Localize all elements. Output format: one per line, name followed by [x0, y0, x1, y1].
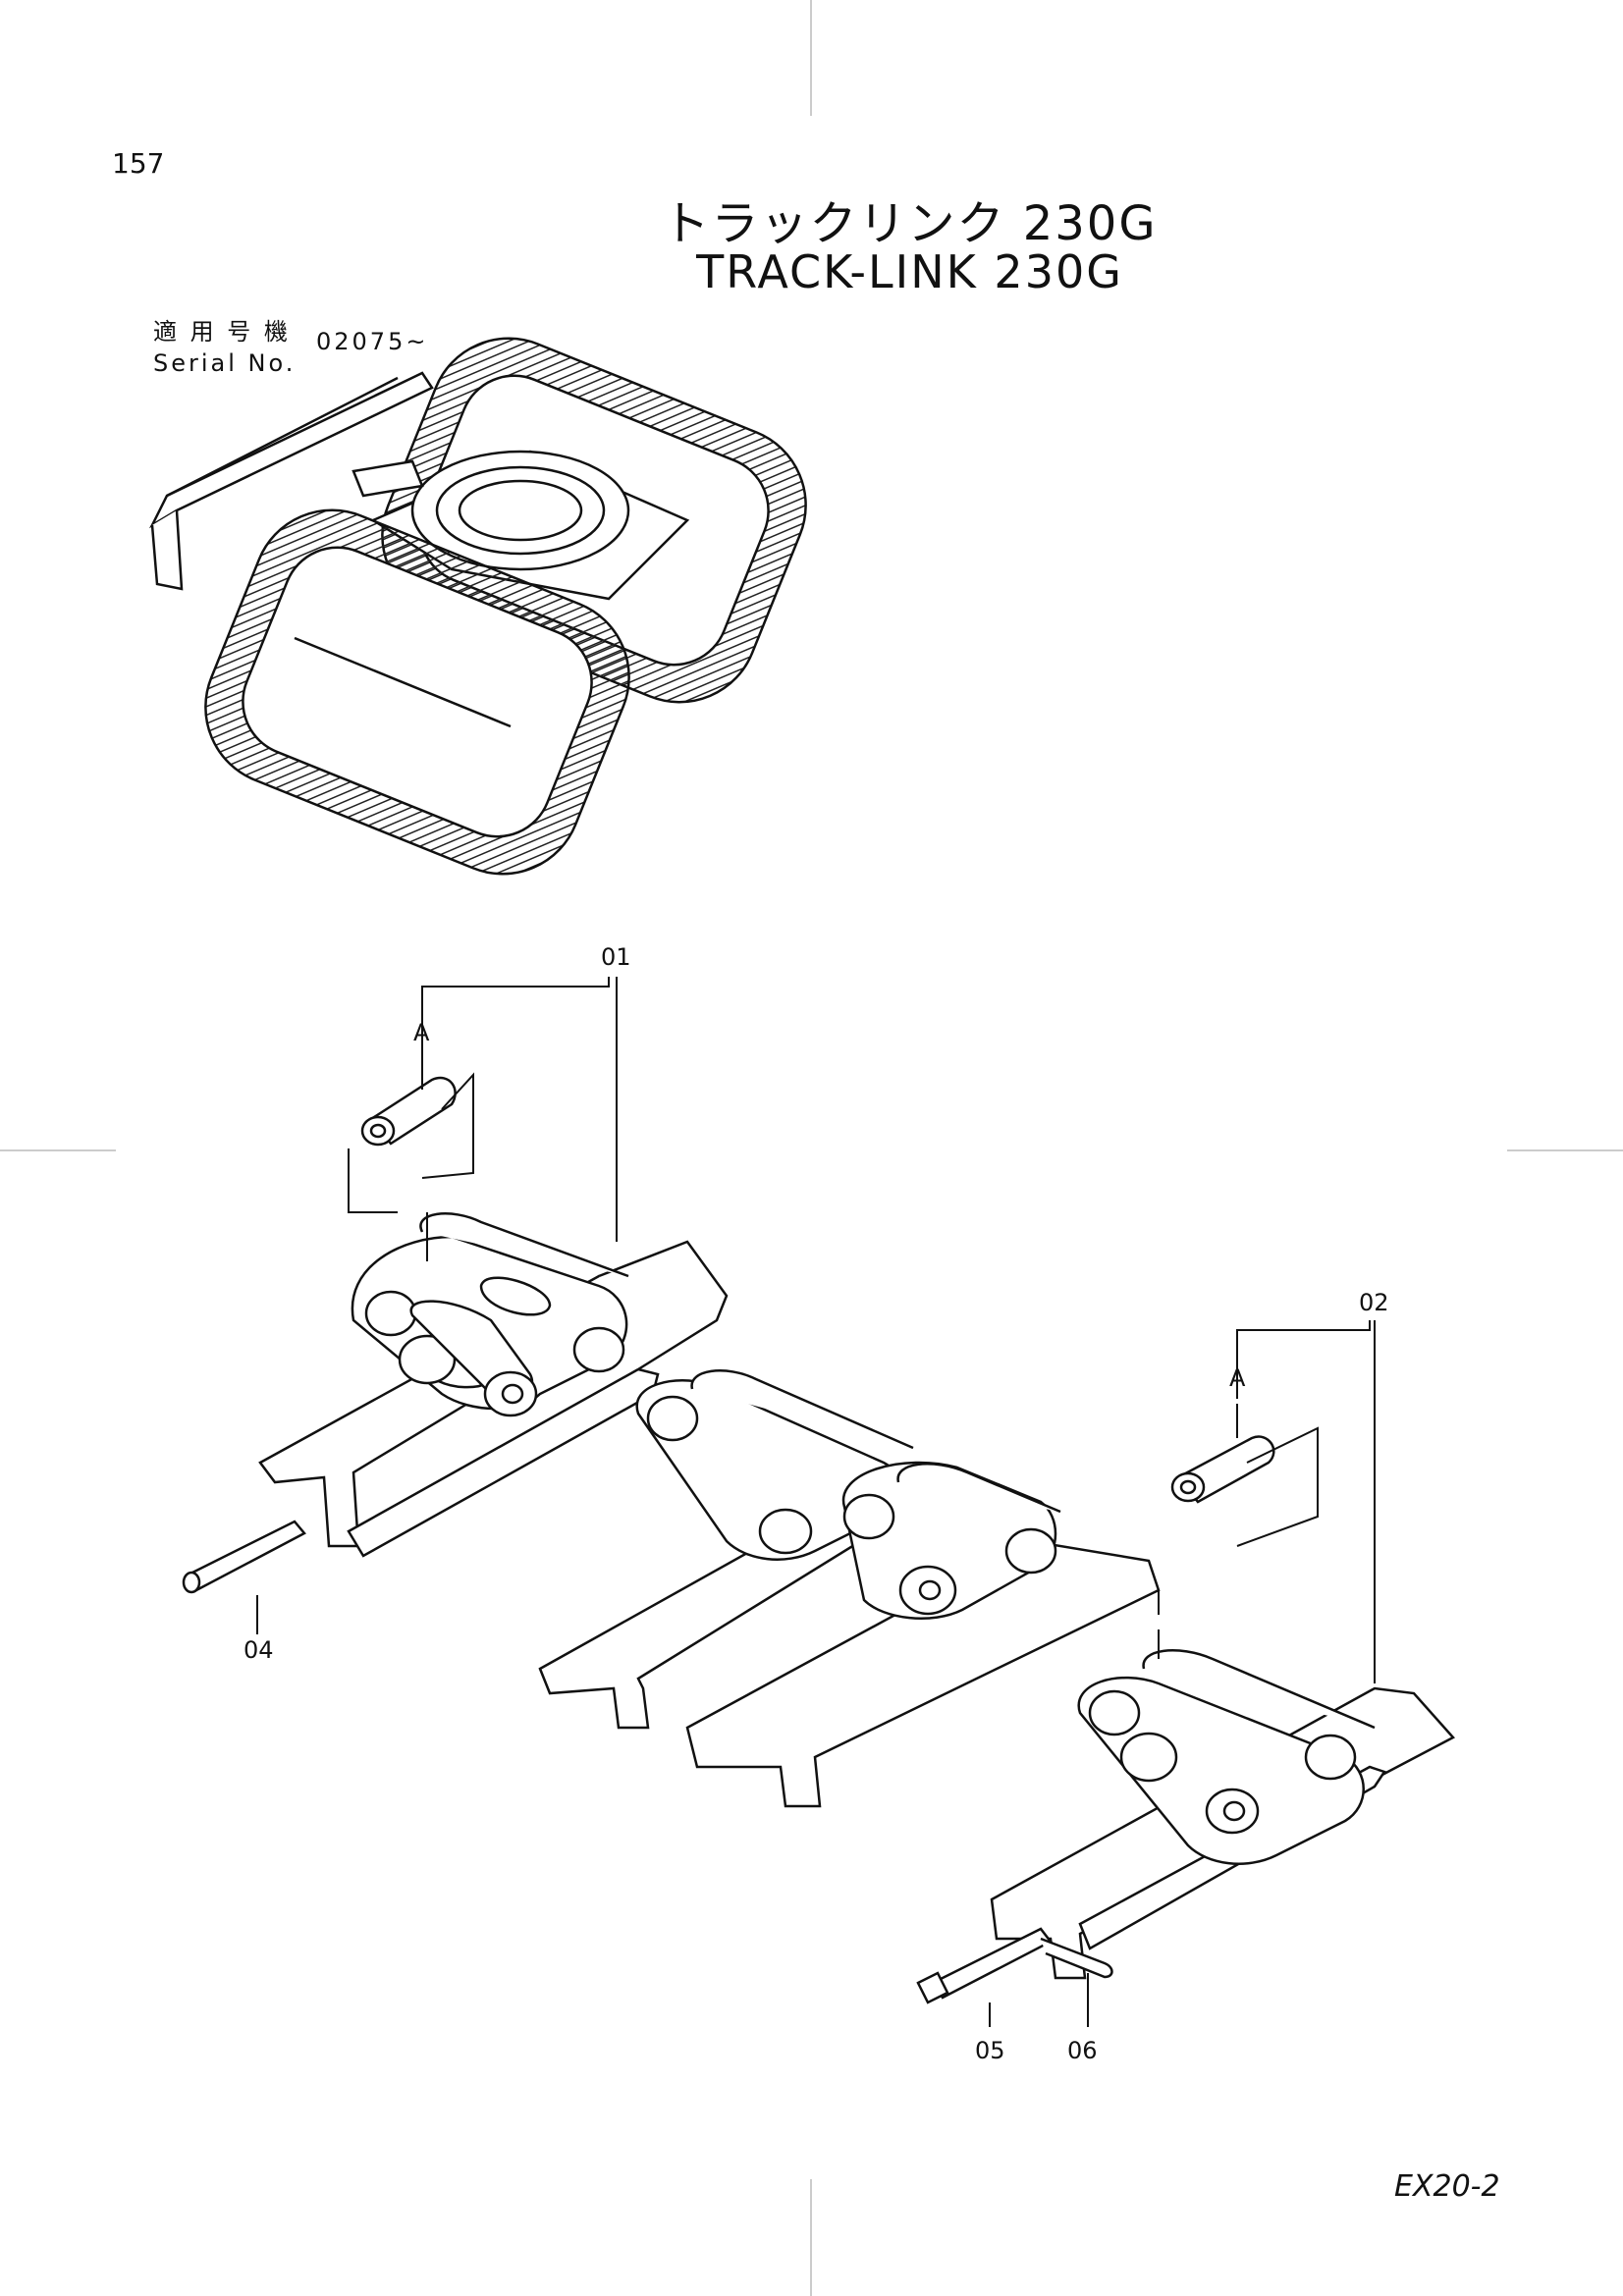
title-english: TRACK-LINK 230G	[696, 245, 1123, 298]
callout-a-01: A	[413, 1019, 430, 1046]
model-code: EX20-2	[1394, 2169, 1500, 2204]
leader-lines	[256, 977, 1376, 2027]
serial-label-english: Serial No.	[153, 349, 297, 377]
track-link-assembly-01	[182, 1076, 729, 1594]
callout-01: 01	[601, 943, 631, 971]
callout-06: 06	[1067, 2037, 1098, 2064]
track-link-assembly-02	[916, 1435, 1455, 2004]
callout-a-02: A	[1229, 1364, 1246, 1392]
serial-label-japanese: 適 用 号 機	[153, 318, 291, 346]
serial-range: 02075~	[316, 328, 429, 355]
callout-05: 05	[975, 2037, 1005, 2064]
serial-label: 適 用 号 機 Serial No.	[153, 316, 296, 379]
page-number: 157	[112, 147, 165, 180]
callout-labels: 01 A 04 02 A 05 06	[243, 943, 1389, 2064]
callout-04: 04	[243, 1636, 274, 1664]
title-japanese: トラックリンク 230G	[662, 196, 1158, 251]
callout-02: 02	[1359, 1289, 1389, 1316]
track-link-middle	[538, 1369, 1161, 1808]
undercarriage-illustration	[148, 337, 807, 876]
